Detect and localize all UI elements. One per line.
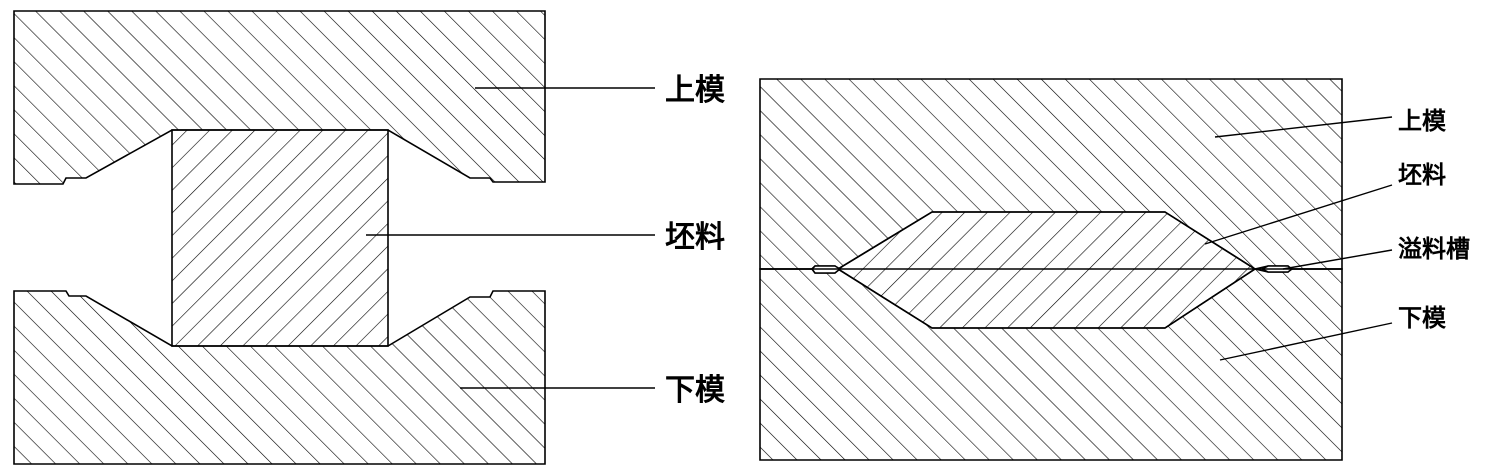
left-figure: 上模 坯料 下模 bbox=[13, 10, 725, 465]
left-upper-die-label: 上模 bbox=[665, 73, 725, 108]
right-upper-die-leader bbox=[1214, 116, 1393, 138]
right-figure: 上模 坯料 溢料槽 下模 bbox=[759, 78, 1470, 461]
right-lower-die-label: 下模 bbox=[1398, 304, 1447, 332]
left-lower-die-label: 下模 bbox=[665, 373, 725, 408]
right-flash-gutter-leader bbox=[1282, 249, 1393, 270]
left-lower-die bbox=[13, 290, 546, 465]
right-upper-die-label: 上模 bbox=[1398, 107, 1447, 135]
left-blank-label: 坯料 bbox=[665, 220, 725, 255]
right-blank-leader bbox=[1204, 184, 1393, 245]
right-flash-gutter-label: 溢料槽 bbox=[1398, 235, 1470, 263]
left-blank bbox=[171, 129, 389, 347]
right-blank-label: 坯料 bbox=[1398, 161, 1446, 189]
right-lower-die-leader bbox=[1219, 322, 1393, 361]
